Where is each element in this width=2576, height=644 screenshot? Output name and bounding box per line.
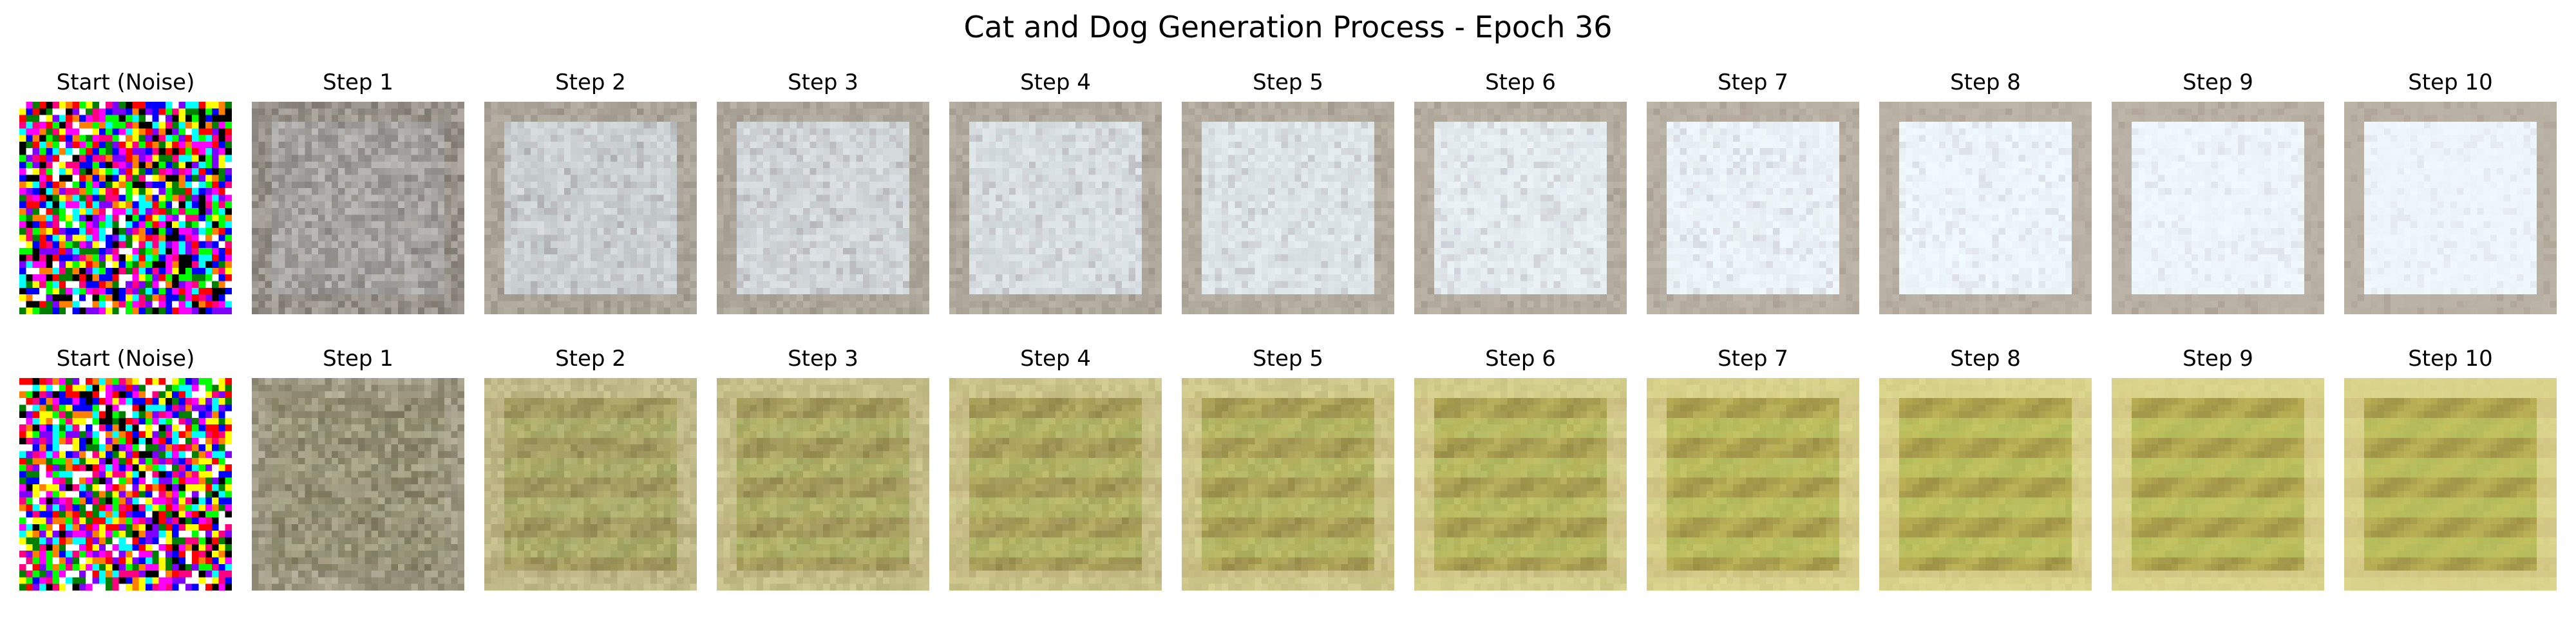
generated-image bbox=[2344, 102, 2557, 314]
panel-title: Step 1 bbox=[323, 346, 393, 372]
panel-title: Step 8 bbox=[1950, 70, 2021, 95]
panel-title: Step 5 bbox=[1253, 70, 1323, 95]
generated-image bbox=[484, 102, 697, 314]
generated-image bbox=[2112, 102, 2324, 314]
generated-image bbox=[717, 378, 929, 591]
figure-title: Cat and Dog Generation Process - Epoch 3… bbox=[963, 10, 1613, 44]
panel-title: Step 2 bbox=[555, 70, 626, 95]
generated-image bbox=[252, 378, 464, 591]
generated-image bbox=[19, 102, 232, 314]
generated-image bbox=[1414, 378, 1627, 591]
panel-title: Step 5 bbox=[1253, 346, 1323, 372]
panel-title: Step 8 bbox=[1950, 346, 2021, 372]
panel-title: Step 6 bbox=[1485, 70, 1556, 95]
generated-image bbox=[1647, 102, 1859, 314]
panel-title: Step 10 bbox=[2408, 70, 2493, 95]
generated-image bbox=[484, 378, 697, 591]
generated-image bbox=[1182, 378, 1394, 591]
generated-image bbox=[1414, 102, 1627, 314]
panel-title: Step 3 bbox=[788, 70, 858, 95]
generated-image bbox=[2344, 378, 2557, 591]
generated-image bbox=[1879, 102, 2092, 314]
generated-image bbox=[19, 378, 232, 591]
panel-title: Step 7 bbox=[1718, 346, 1788, 372]
panel-title: Start (Noise) bbox=[56, 346, 195, 372]
panel-title: Start (Noise) bbox=[56, 70, 195, 95]
panel-title: Step 10 bbox=[2408, 346, 2493, 372]
generated-image bbox=[1879, 378, 2092, 591]
panel-title: Step 9 bbox=[2183, 70, 2253, 95]
panel-title: Step 2 bbox=[555, 346, 626, 372]
panel-title: Step 9 bbox=[2183, 346, 2253, 372]
panel-title: Step 6 bbox=[1485, 346, 1556, 372]
generated-image bbox=[949, 102, 1162, 314]
generated-image bbox=[2112, 378, 2324, 591]
generated-image bbox=[717, 102, 929, 314]
panel-title: Step 3 bbox=[788, 346, 858, 372]
panel-title: Step 1 bbox=[323, 70, 393, 95]
panel-title: Step 4 bbox=[1020, 346, 1091, 372]
panel-title: Step 4 bbox=[1020, 70, 1091, 95]
panel-title: Step 7 bbox=[1718, 70, 1788, 95]
generated-image bbox=[1182, 102, 1394, 314]
generated-image bbox=[1647, 378, 1859, 591]
generated-image bbox=[949, 378, 1162, 591]
generated-image bbox=[252, 102, 464, 314]
